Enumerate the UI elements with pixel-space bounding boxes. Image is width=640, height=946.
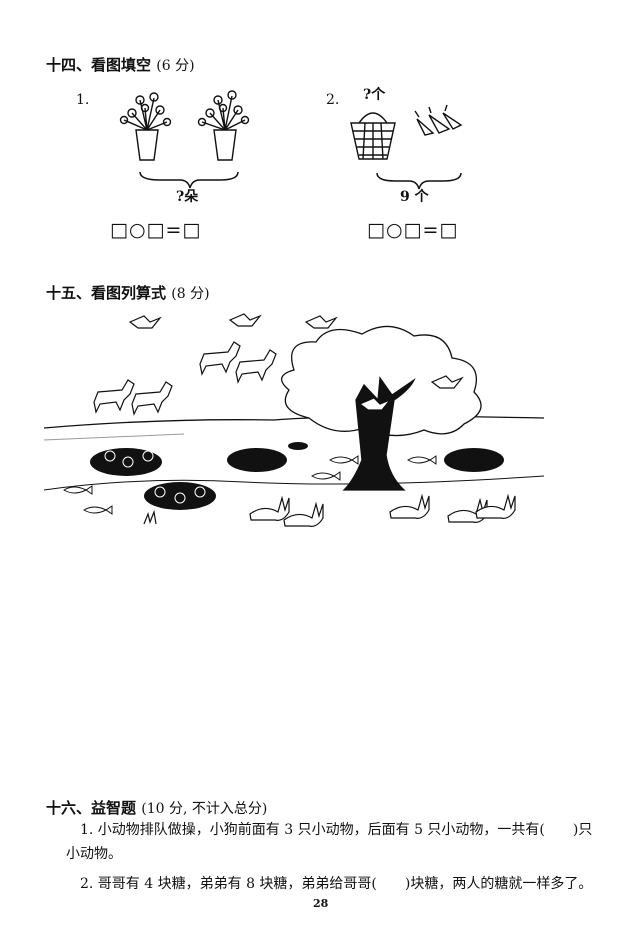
rabbits xyxy=(249,493,516,527)
problem-1-number: 1. xyxy=(76,92,90,108)
basket-question-label: ?个 xyxy=(363,87,386,103)
section-15-heading: 十五、看图列算式 (8 分) xyxy=(46,282,210,303)
brace-2-label: 9 个 xyxy=(400,189,429,205)
carrots xyxy=(414,104,463,136)
problem-2-number: 2. xyxy=(326,92,340,108)
section-15-points: (8 分) xyxy=(171,286,210,302)
birds xyxy=(128,313,464,411)
section-16-heading: 十六、益智题 (10 分, 不计入总分) xyxy=(46,797,267,818)
puzzle-question-2: 2. 哥哥有 4 块糖，弟弟有 8 块糖，弟弟给哥哥( )块糖，两人的糖就一样多… xyxy=(80,876,593,892)
basket-carrots-illustration xyxy=(350,104,463,190)
brace-1 xyxy=(139,171,239,189)
section-14-title: 十四、看图填空 xyxy=(46,56,152,74)
brace-2 xyxy=(376,172,462,190)
grass xyxy=(143,509,157,525)
section-14-points: (6 分) xyxy=(156,58,195,74)
section-14-heading: 十四、看图填空 (6 分) xyxy=(46,54,195,75)
frogs xyxy=(104,450,206,504)
flower-pot-left xyxy=(119,92,172,161)
brace-1-label: ?朵 xyxy=(176,189,199,205)
basket xyxy=(350,112,396,160)
puzzle-question-1: 1. 小动物排队做操，小狗前面有 3 只小动物，后面有 5 只小动物，一共有( … xyxy=(66,822,593,862)
flower-pots-illustration xyxy=(119,90,250,189)
equation-1: □○□=□ xyxy=(110,219,202,241)
fish xyxy=(63,455,437,515)
ponds xyxy=(90,442,504,510)
deer xyxy=(93,341,277,416)
tree xyxy=(281,325,482,491)
section-16-points: (10 分, 不计入总分) xyxy=(141,801,268,817)
section-16-title: 十六、益智题 xyxy=(46,799,137,817)
page-number: 28 xyxy=(313,897,329,910)
section-15-title: 十五、看图列算式 xyxy=(46,284,167,302)
equation-2: □○□=□ xyxy=(367,219,459,241)
animal-scene-illustration xyxy=(43,313,545,527)
flower-pot-right xyxy=(197,90,250,161)
